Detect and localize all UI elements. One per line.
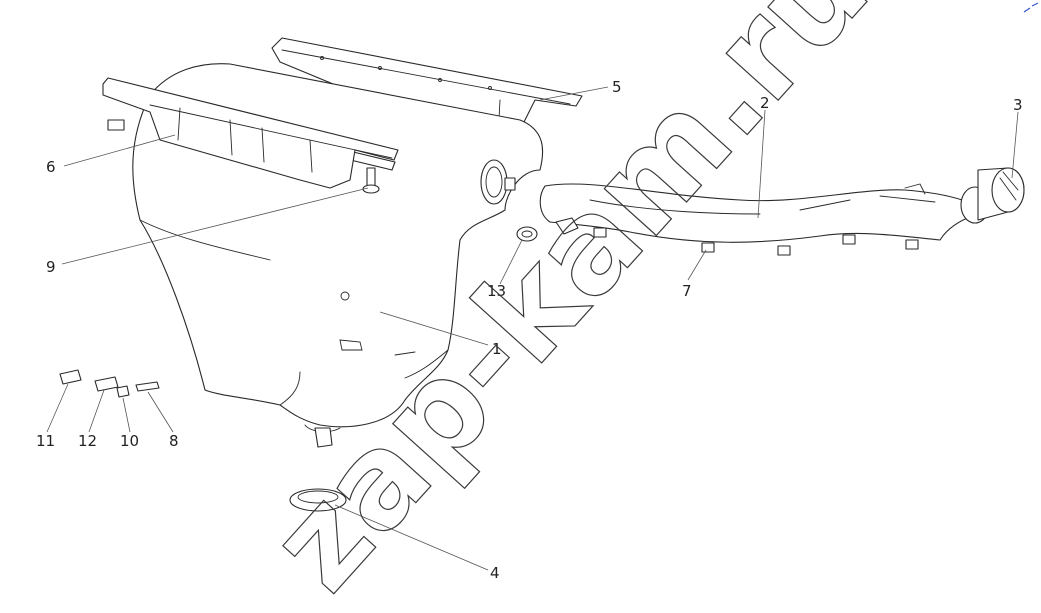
callout-11: 11 <box>36 432 55 450</box>
callout-6: 6 <box>46 158 56 176</box>
corner-mark-icon <box>1023 2 1039 13</box>
fastener-11 <box>59 369 82 385</box>
drain-plug <box>289 427 347 512</box>
callout-8: 8 <box>169 432 179 450</box>
callout-3: 3 <box>1013 96 1023 114</box>
callout-1: 1 <box>492 340 502 358</box>
callout-13: 13 <box>487 282 506 300</box>
callout-12: 12 <box>78 432 97 450</box>
leader-lines <box>46 86 1019 571</box>
callout-9: 9 <box>46 258 56 276</box>
filler-pipe <box>539 183 976 256</box>
callout-5: 5 <box>612 78 622 96</box>
fastener-8 <box>135 381 160 392</box>
grommet-13 <box>516 226 538 242</box>
fastener-12 <box>94 376 119 392</box>
filler-cap <box>960 167 1025 224</box>
callout-10: 10 <box>120 432 139 450</box>
front-bracket <box>102 77 399 189</box>
fastener-10 <box>116 385 130 398</box>
callout-labels: 1 2 3 4 5 6 7 8 9 10 11 12 13 <box>36 78 1023 582</box>
callout-2: 2 <box>760 94 770 112</box>
callout-4: 4 <box>490 564 500 582</box>
callout-7: 7 <box>682 282 692 300</box>
